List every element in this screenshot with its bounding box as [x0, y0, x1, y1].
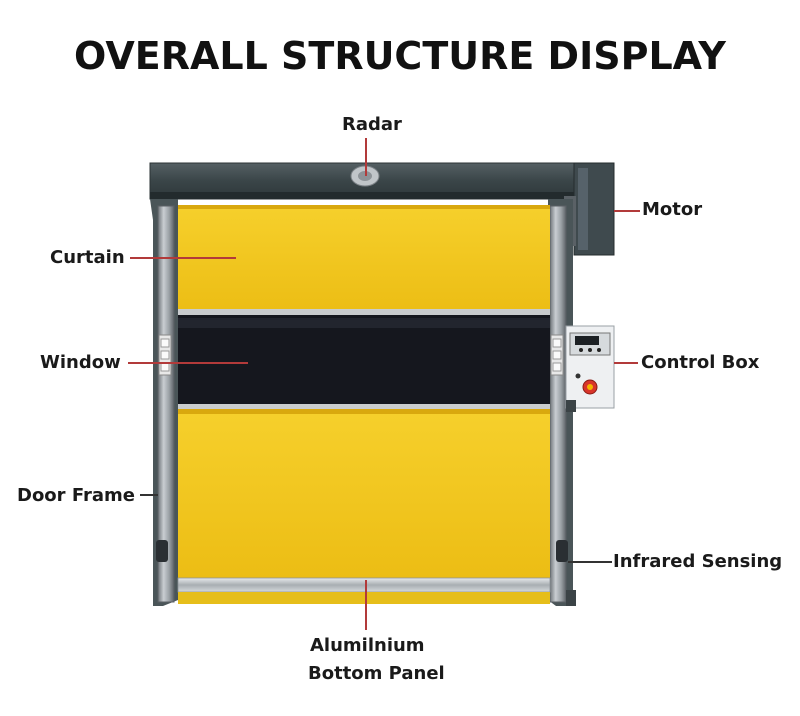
label-radar: Radar — [342, 114, 402, 135]
label-bottom-panel-line2: Bottom Panel — [308, 663, 445, 684]
label-control-box: Control Box — [641, 352, 760, 373]
bottom-panel-leader — [365, 580, 367, 630]
label-motor: Motor — [642, 199, 703, 220]
motor-leader — [614, 210, 640, 212]
curtain-window — [178, 315, 550, 409]
roller-housing — [149, 162, 579, 200]
left-frame-column — [150, 199, 178, 606]
bottom-panel — [177, 577, 551, 604]
label-bottom-panel-line1: Alumilnium — [310, 635, 425, 656]
window-leader — [128, 362, 248, 364]
diagram-title: OVERALL STRUCTURE DISPLAY — [74, 34, 726, 78]
curtain-lower — [178, 409, 550, 579]
radar-leader — [365, 138, 367, 176]
infrared-leader — [568, 561, 612, 563]
label-curtain: Curtain — [50, 247, 125, 268]
control-box-leader — [614, 362, 638, 364]
curtain-leader — [130, 257, 236, 259]
curtain-upper — [178, 205, 550, 315]
control-box — [565, 325, 615, 412]
label-infrared-sensing: Infrared Sensing — [613, 551, 783, 572]
door-frame-leader — [140, 494, 158, 496]
label-window: Window — [40, 352, 121, 373]
label-door-frame: Door Frame — [17, 485, 135, 506]
right-frame-column — [548, 199, 576, 606]
